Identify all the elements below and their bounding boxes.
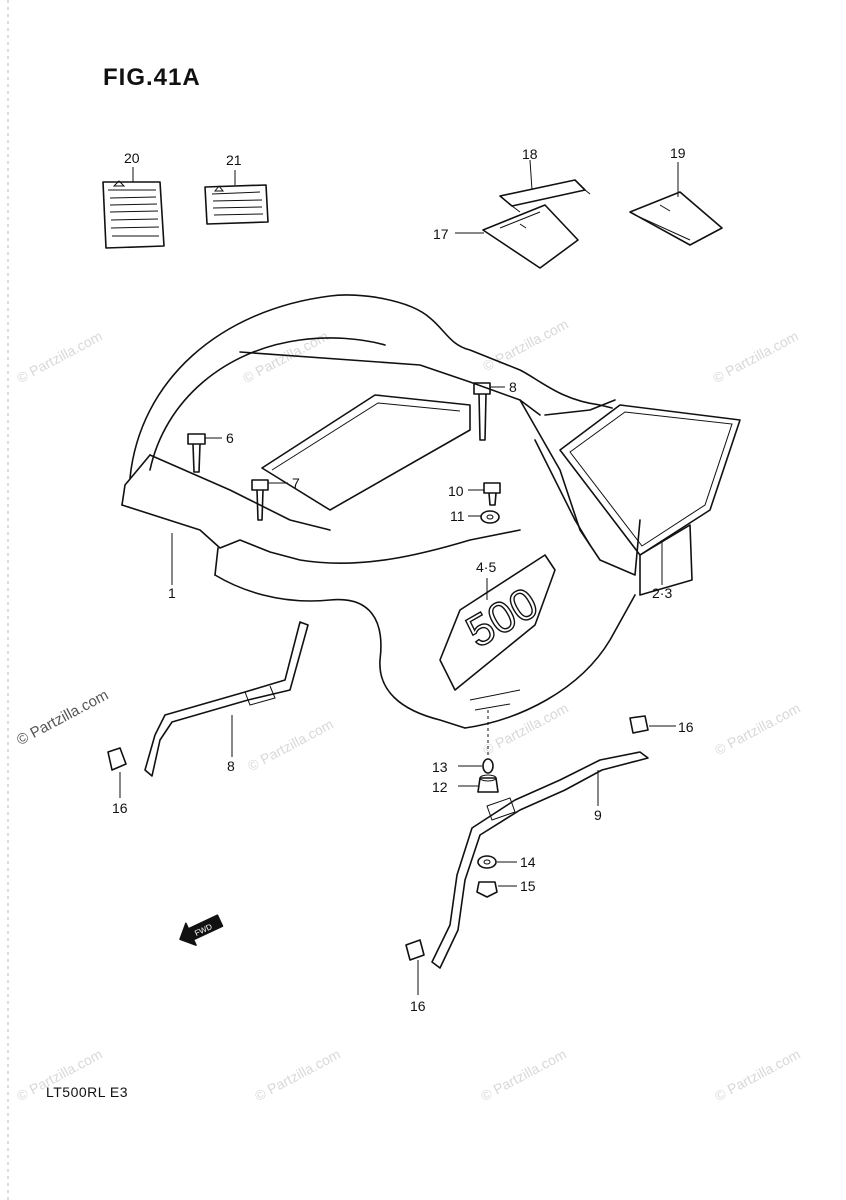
- figure-title: FIG.41A: [103, 64, 201, 91]
- callout-14: 14: [520, 854, 536, 870]
- fender-number-500: 500: [458, 578, 546, 657]
- callout-19: 19: [670, 145, 686, 161]
- callout-15: 15: [520, 878, 536, 894]
- part-19-mat: [629, 191, 723, 246]
- callout-8-stay: 8: [227, 758, 235, 774]
- model-code: LT500RL E3: [46, 1084, 129, 1100]
- callout-8-bolt: 8: [509, 379, 517, 395]
- callout-21: 21: [226, 152, 242, 168]
- callout-10: 10: [448, 483, 464, 499]
- part-20-warning-label: [102, 180, 165, 249]
- callout-12: 12: [432, 779, 448, 795]
- callout-11: 11: [450, 508, 465, 524]
- part-8-stay: [144, 621, 309, 777]
- part-10-bolt: [483, 482, 501, 506]
- part-2-3-rear-panel: [559, 404, 741, 596]
- callout-16-left: 16: [112, 800, 128, 816]
- part-13-collar: [482, 758, 494, 774]
- callout-20: 20: [124, 150, 140, 166]
- part-11-washer: [480, 510, 500, 524]
- callout-16-bottom: 16: [410, 998, 426, 1014]
- part-6b-bolt: [473, 382, 491, 441]
- part-16-cap-right: [629, 715, 649, 734]
- fwd-arrow-icon: FWD: [179, 914, 224, 946]
- part-16-cap-bottom: [405, 939, 425, 961]
- callout-18: 18: [522, 146, 538, 162]
- callout-4-5: 4·5: [476, 559, 497, 575]
- callout-7: 7: [292, 475, 300, 491]
- callout-1: 1: [168, 585, 176, 601]
- callout-13: 13: [432, 759, 448, 775]
- callout-9: 9: [594, 807, 602, 823]
- callout-2-3: 2·3: [652, 585, 673, 601]
- callout-16-right: 16: [678, 719, 694, 735]
- part-15-nut: [476, 881, 498, 898]
- part-14-washer: [477, 855, 497, 869]
- part-16-cap-left: [107, 747, 127, 771]
- part-21-warning-label: [204, 184, 269, 225]
- part-12-grommet: [477, 774, 499, 793]
- part-18-bracket: [499, 179, 591, 213]
- part-1-rear-fender: [121, 294, 641, 729]
- callout-17: 17: [433, 226, 449, 242]
- callout-6: 6: [226, 430, 234, 446]
- part-9-stay: [431, 751, 649, 969]
- part-6-bolt: [187, 433, 206, 473]
- part-17-pad: [482, 204, 579, 269]
- part-7-bolt: [251, 479, 269, 521]
